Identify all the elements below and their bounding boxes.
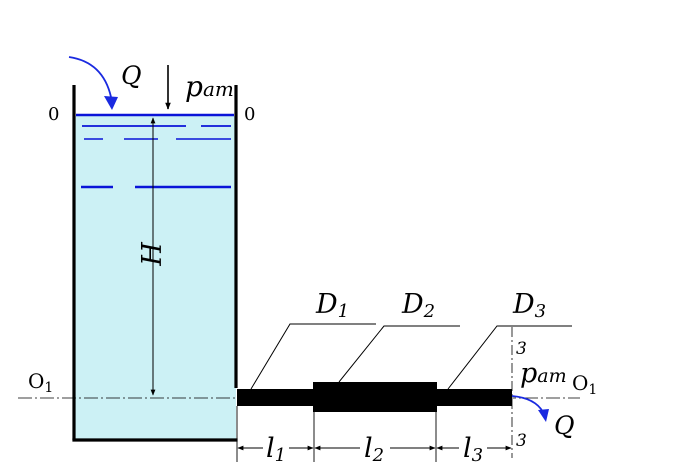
section-3-bottom-label: 3 xyxy=(516,431,527,451)
l3-label: l3 xyxy=(463,433,483,466)
l1-label: l1 xyxy=(266,433,286,466)
l2-label: l2 xyxy=(364,433,384,466)
section-0-right-label: 0 xyxy=(244,104,255,125)
outflow-arrow xyxy=(511,395,544,413)
inflow-arrow xyxy=(68,56,112,98)
section-0-left-label: 0 xyxy=(48,104,59,125)
tank-walls xyxy=(72,85,238,442)
section-3-top-label: 3 xyxy=(516,339,527,359)
d3-label: D3 xyxy=(512,289,546,322)
d2-label: D2 xyxy=(401,289,435,322)
pressure-out-label: pam xyxy=(520,358,567,389)
pressure-top-label: pam xyxy=(185,70,234,103)
inflow-arrowhead xyxy=(104,96,118,110)
pipe-segment-2 xyxy=(313,382,437,412)
flow-out-label: Q xyxy=(554,411,575,440)
pipe-segment-3 xyxy=(436,389,512,406)
datum-right-label: O1 xyxy=(572,371,597,398)
datum-left-label: O1 xyxy=(28,369,53,396)
tank-water xyxy=(74,116,236,440)
pipe-segment-1 xyxy=(237,389,314,406)
length-extension-lines xyxy=(236,406,437,462)
d1-label: D1 xyxy=(315,289,349,322)
flow-in-label: Q xyxy=(121,61,142,90)
diameter-leaders xyxy=(250,323,572,390)
outflow-arrowhead xyxy=(538,409,549,422)
head-label: H xyxy=(137,242,168,267)
